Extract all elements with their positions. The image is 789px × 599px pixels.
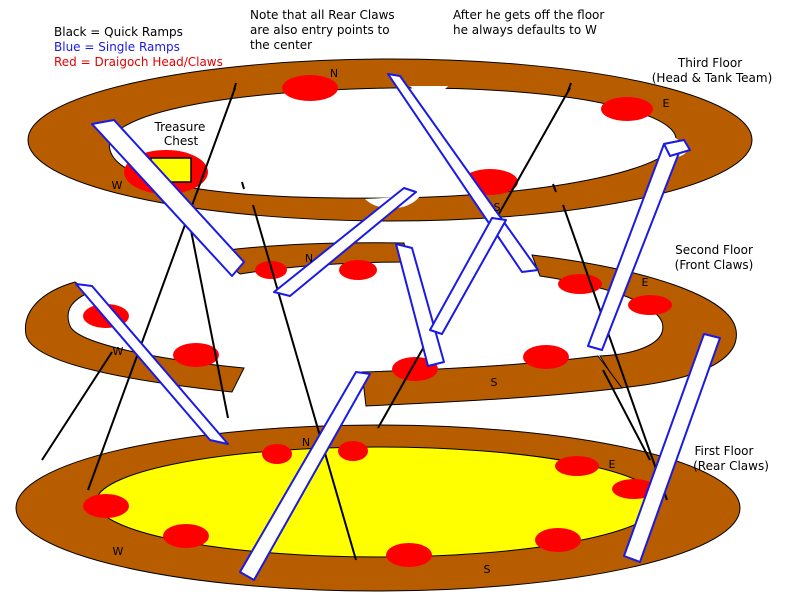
front-claw-marker	[628, 295, 672, 315]
front-claw-marker	[558, 274, 602, 294]
first-floor-label: First Floor	[695, 444, 754, 458]
front-claw-marker	[523, 345, 569, 369]
third-floor-notch	[410, 86, 448, 95]
head-marker	[601, 97, 653, 121]
head-marker	[282, 75, 338, 101]
direction-e: E	[609, 458, 616, 471]
first-floor	[15, 424, 741, 592]
front-claw-marker	[339, 260, 377, 280]
quick-ramps	[41, 87, 668, 561]
single-ramp	[623, 333, 721, 563]
third-floor-label: Third Floor	[677, 56, 742, 70]
rear-claw-marker	[338, 441, 368, 461]
floor-labels: Third Floor (Head & Tank Team) Second Fl…	[652, 56, 773, 473]
single-ramp	[663, 139, 691, 157]
note-line: After he gets off the floor	[453, 8, 604, 22]
first-floor-subtitle: (Rear Claws)	[693, 459, 769, 473]
legend-head-claws: Red = Draigoch Head/Claws	[54, 55, 223, 69]
rear-claw-marker	[262, 444, 292, 464]
note-line: he always defaults to W	[453, 23, 597, 37]
rear-claw-marker	[163, 524, 209, 548]
direction-s: S	[491, 376, 498, 389]
rear-claw-marker	[535, 528, 581, 552]
quick-ramp	[184, 199, 229, 419]
ring-mark	[241, 181, 245, 190]
note-rear-claws: Note that all Rear Claws are also entry …	[250, 8, 395, 52]
direction-w: W	[112, 179, 123, 192]
treasure-label: Treasure Chest	[154, 120, 206, 148]
direction-e: E	[663, 97, 670, 110]
direction-s: S	[494, 201, 501, 214]
rear-claw-marker	[386, 543, 432, 567]
direction-s: S	[484, 563, 491, 576]
treasure-label-line: Chest	[164, 134, 199, 148]
rear-claw-marker	[612, 479, 656, 499]
single-ramp	[273, 187, 417, 297]
ring-mark	[552, 183, 557, 193]
quick-ramp	[602, 369, 651, 461]
legend-quick-ramps: Black = Quick Ramps	[54, 25, 183, 39]
rear-claw-marker	[555, 456, 599, 476]
legend: Black = Quick Ramps Blue = Single Ramps …	[54, 25, 223, 69]
quick-ramp	[41, 351, 113, 461]
single-ramp	[91, 119, 245, 277]
direction-e: E	[642, 276, 649, 289]
single-ramp	[395, 243, 445, 367]
note-line: the center	[250, 38, 312, 52]
direction-n: N	[305, 252, 313, 265]
single-ramps	[75, 73, 721, 581]
quick-ramp	[562, 204, 668, 501]
direction-w: W	[113, 345, 124, 358]
direction-n: N	[302, 436, 310, 449]
front-claw-marker	[173, 343, 219, 367]
note-line: are also entry points to	[250, 23, 390, 37]
single-ramp	[239, 371, 371, 581]
single-ramp	[75, 283, 229, 445]
note-line: Note that all Rear Claws	[250, 8, 395, 22]
single-ramp	[387, 73, 539, 273]
third-floor-subtitle: (Head & Tank Team)	[652, 71, 773, 85]
treasure-label-line: Treasure	[154, 120, 206, 134]
quick-ramp	[87, 87, 236, 491]
quick-ramp	[252, 204, 357, 561]
second-floor-label: Second Floor	[675, 243, 753, 257]
direction-n: N	[330, 67, 338, 80]
note-defaults: After he gets off the floor he always de…	[453, 8, 604, 37]
direction-labels: N E S W N E S W N E S W	[112, 67, 670, 576]
second-floor-front-arc	[361, 355, 623, 407]
second-floor-subtitle: (Front Claws)	[675, 258, 754, 272]
direction-w: W	[113, 545, 124, 558]
single-ramp	[429, 217, 507, 335]
rear-claw-marker	[83, 494, 129, 518]
legend-single-ramps: Blue = Single Ramps	[54, 40, 180, 54]
